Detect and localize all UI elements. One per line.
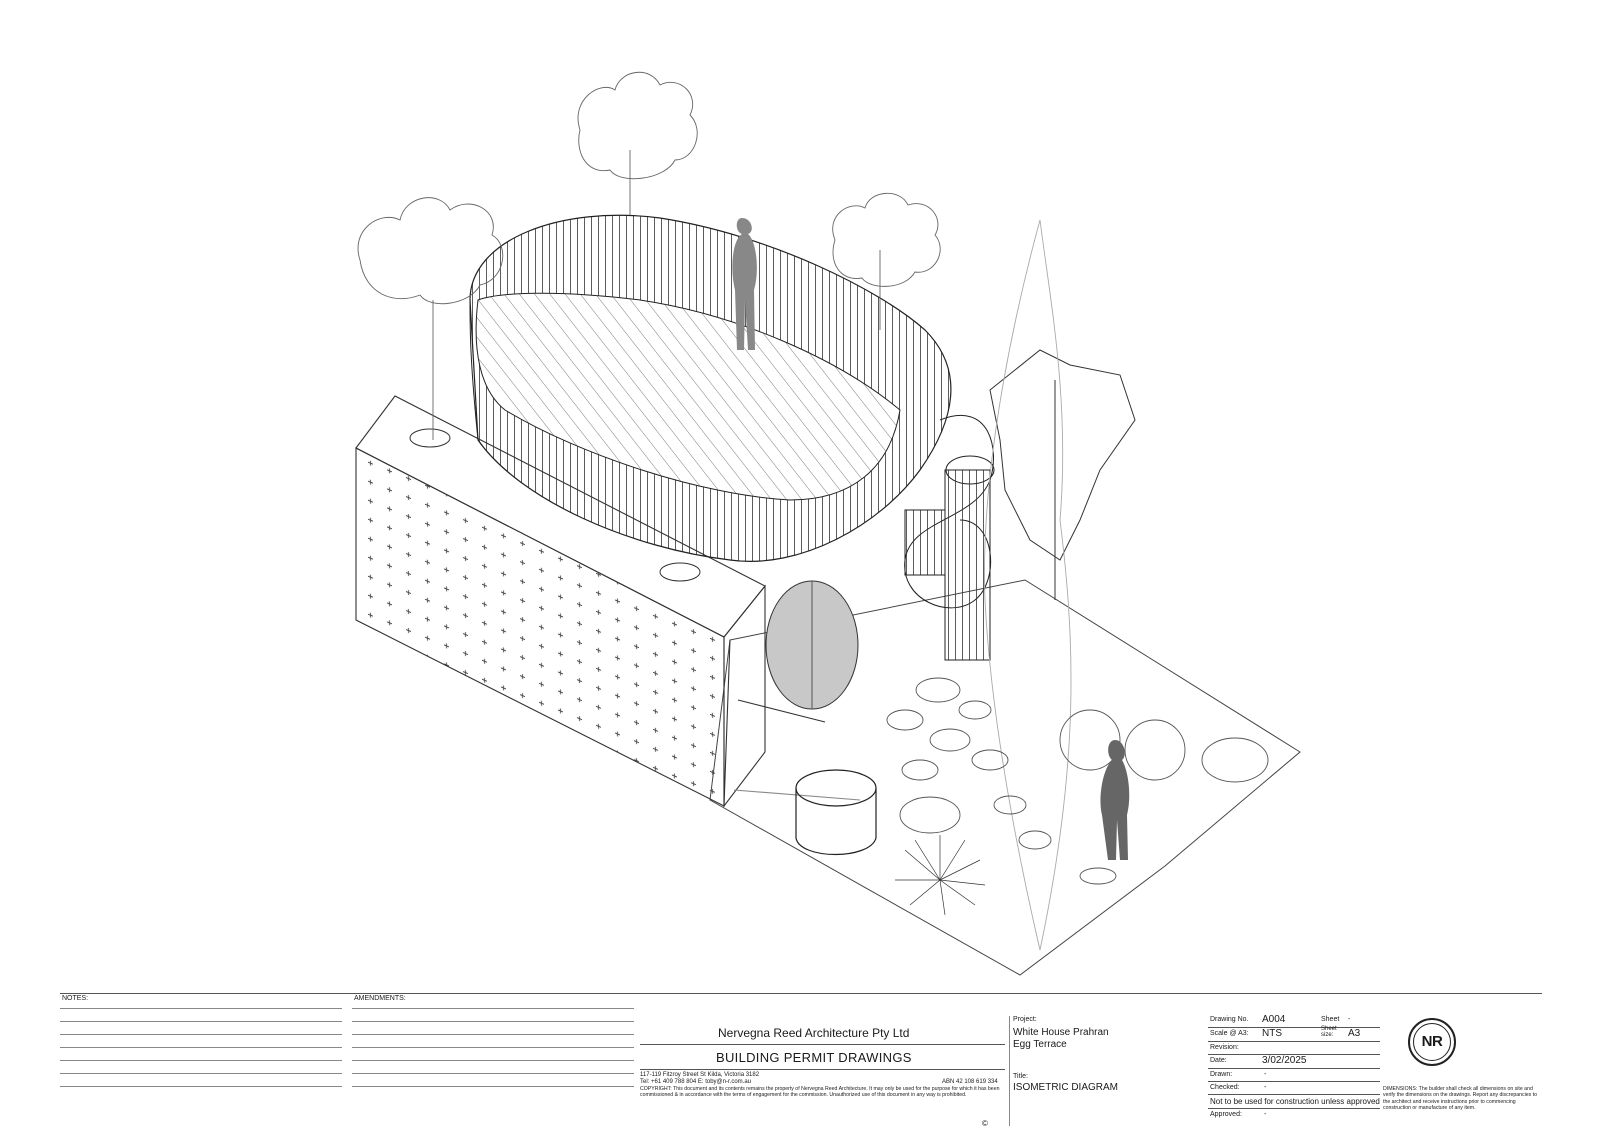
firm-address: 117-119 Fitzroy Street St Kilda, Victori… <box>640 1072 760 1078</box>
drawing-no-label: Drawing No. <box>1210 1016 1249 1023</box>
checked-label: Checked: <box>1210 1084 1240 1091</box>
copyright-symbol: © <box>982 1119 988 1128</box>
firm-name: Nervegna Reed Architecture Pty Ltd <box>718 1026 910 1040</box>
sheet-value: - <box>1348 1016 1351 1023</box>
drawing-no-value: A004 <box>1262 1014 1286 1025</box>
starburst-plant <box>895 835 986 916</box>
isometric-drawing <box>355 71 1301 976</box>
date-label: Date: <box>1210 1057 1227 1064</box>
tree-tall-outline <box>984 219 1072 951</box>
project-subtitle: Egg Terrace <box>1013 1039 1067 1050</box>
egg-terrace-enclosure <box>469 214 952 562</box>
checked-value: - <box>1264 1084 1267 1091</box>
sheet-size-label-2: size: <box>1321 1032 1334 1038</box>
tree-right <box>989 349 1136 600</box>
project-name: White House Prahran <box>1013 1027 1109 1038</box>
sheet-size-value: A3 <box>1348 1028 1361 1039</box>
building-block <box>355 395 861 808</box>
sheet-label: Sheet <box>1321 1016 1340 1023</box>
sheet-size-label-1: Sheet <box>1321 1026 1337 1032</box>
dimensions-note: DIMENSIONS: The builder shall check all … <box>1383 1086 1537 1112</box>
drawing-title: ISOMETRIC DIAGRAM <box>1013 1082 1119 1093</box>
tree-left <box>357 197 504 440</box>
firm-contact: Tel: +61 409 788 804 E: toby@n-r.com.au <box>640 1079 751 1085</box>
revision-label: Revision: <box>1210 1044 1239 1051</box>
firm-abn: ABN 42 108 619 334 <box>942 1079 998 1085</box>
garden-paving <box>886 677 1052 850</box>
scale-label: Scale @ A3: <box>1210 1030 1249 1037</box>
drawing-set-title: BUILDING PERMIT DRAWINGS <box>716 1050 912 1065</box>
date-value: 3/02/2025 <box>1262 1055 1307 1066</box>
garden-shrubs <box>899 709 1269 885</box>
amendments-label: AMENDMENTS: <box>354 995 406 1002</box>
tree-middle <box>832 192 941 330</box>
human-figure-roof <box>732 218 757 350</box>
drawn-value: - <box>1264 1071 1267 1078</box>
construction-warning: Not to be used for construction unless a… <box>1210 1097 1380 1106</box>
drawn-label: Drawn: <box>1210 1071 1233 1078</box>
human-figure-garden <box>1100 740 1130 860</box>
nr-logo: NR <box>1408 1018 1456 1066</box>
nr-logo-text: NR <box>1421 1033 1443 1050</box>
title-label: Title: <box>1013 1073 1028 1080</box>
site-ground-plane <box>709 579 1301 976</box>
approved-value: - <box>1264 1111 1267 1118</box>
scale-value: NTS <box>1262 1028 1282 1039</box>
copyright-note: COPYRIGHT: This document and its content… <box>640 1086 1000 1099</box>
project-label: Project: <box>1013 1016 1037 1023</box>
approved-label: Approved: <box>1210 1111 1242 1118</box>
round-planter <box>795 769 877 855</box>
tree-back <box>577 71 698 215</box>
notes-label: NOTES: <box>62 995 89 1002</box>
